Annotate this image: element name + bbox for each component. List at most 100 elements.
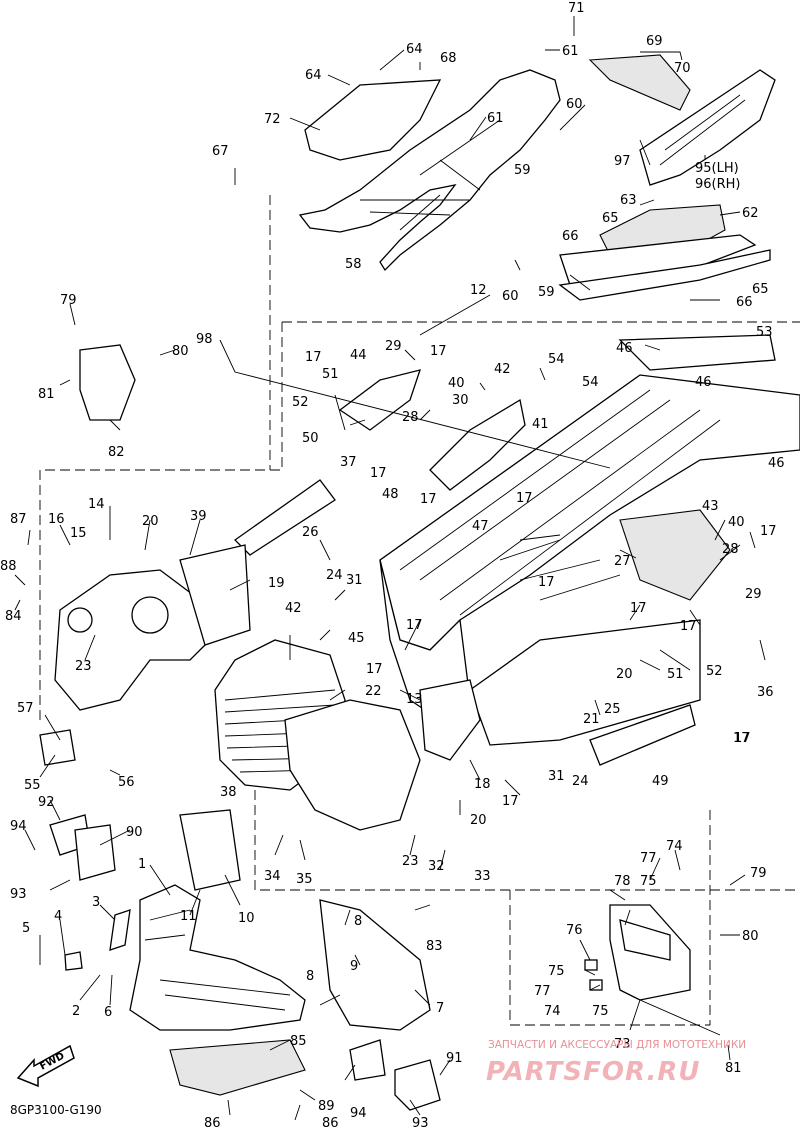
callout-label: 22 (365, 684, 382, 699)
callout-label: 5 (22, 921, 30, 936)
callout-label: 78 (614, 874, 631, 889)
callout-label: 12 (470, 283, 487, 298)
callout-label: 2 (72, 1004, 80, 1019)
callout-label: 75 (548, 964, 565, 979)
callout-label: 17 (406, 618, 423, 633)
callout-label: 17 (680, 619, 697, 634)
callout-label: 20 (142, 514, 159, 529)
callout-label: 17 (305, 350, 322, 365)
main-frame (233, 334, 800, 766)
callout-label: 79 (750, 866, 767, 881)
watermark-logo: PARTSFOR.RU (486, 1057, 700, 1087)
callout-label: 40 (728, 515, 745, 530)
callout-label: 77 (534, 984, 551, 999)
callout-label: 56 (118, 775, 135, 790)
callout-label: 61 (562, 44, 579, 59)
seat-rail-frame (298, 54, 776, 301)
callout-label: 85 (290, 1034, 307, 1049)
callout-label: 31 (548, 769, 565, 784)
callout-label: 90 (126, 825, 143, 840)
callout-label: 93 (412, 1116, 429, 1131)
watermark-text: ЗАПЧАСТИ И АКСЕССУАРЫ ДЛЯ МОТОТЕХНИКИ (488, 1039, 746, 1051)
callout-label: 64 (305, 68, 322, 83)
callout-label: 43 (702, 499, 719, 514)
callout-label: 94 (350, 1106, 367, 1121)
callout-label: 79 (60, 293, 77, 308)
callout-label: 26 (302, 525, 319, 540)
callout-label: 42 (285, 601, 302, 616)
callout-label: 93 (10, 887, 27, 902)
callout-label: 4 (54, 909, 62, 924)
callout-label: 18 (474, 777, 491, 792)
callout-label: 9 (350, 959, 358, 974)
callout-label: 25 (604, 702, 621, 717)
callout-label: 23 (402, 854, 419, 869)
callout-label: 20 (470, 813, 487, 828)
callout-label: 73 (614, 1037, 631, 1052)
front-assembly (54, 344, 481, 831)
callout-label: 70 (674, 61, 691, 76)
callout-label: 31 (346, 573, 363, 588)
callout-label: 77 (640, 851, 657, 866)
callout-label: 84 (5, 609, 22, 624)
callout-label: 36 (757, 685, 774, 700)
callout-label: 80 (742, 929, 759, 944)
callout-label: 91 (446, 1051, 463, 1066)
callout-label: 17 (734, 731, 751, 746)
callout-label: 47 (472, 519, 489, 534)
callout-label: 69 (646, 34, 663, 49)
callout-label: 68 (440, 51, 457, 66)
callout-label: 17 (760, 524, 777, 539)
callout-label: 34 (264, 869, 281, 884)
callout-label: 16 (48, 512, 65, 527)
callout-label: 75 (640, 874, 657, 889)
callout-label: 17 (502, 794, 519, 809)
callout-label: 17 (538, 575, 555, 590)
callout-label: 46 (616, 341, 633, 356)
callout-label: 82 (108, 445, 125, 460)
callout-label: 95(LH) (695, 161, 739, 176)
callout-label: 50 (302, 431, 319, 446)
callout-label: 30 (452, 393, 469, 408)
callout-label: 17 (430, 344, 447, 359)
callout-label: 62 (742, 206, 759, 221)
callout-label: 98 (196, 332, 213, 347)
callout-label: 61 (487, 111, 504, 126)
callout-label: 21 (583, 712, 600, 727)
callout-label: 97 (614, 154, 631, 169)
callout-label: 23 (75, 659, 92, 674)
callout-label: 72 (264, 112, 281, 127)
callout-label: 44 (350, 348, 367, 363)
callout-label: 86 (204, 1116, 221, 1131)
callout-label: 54 (582, 375, 599, 390)
callout-label: 17 (733, 731, 750, 746)
callout-label: 8 (306, 969, 314, 984)
callout-label: 96(RH) (695, 177, 741, 192)
callout-label: 17 (370, 466, 387, 481)
callout-label: 7 (436, 1001, 444, 1016)
callout-label: 17 (630, 601, 647, 616)
callout-label: 17 (366, 662, 383, 677)
callout-label: 28 (722, 542, 739, 557)
callout-label: 65 (752, 282, 769, 297)
callout-label: 29 (385, 339, 402, 354)
callout-label: 41 (532, 417, 549, 432)
callout-label: 76 (566, 923, 583, 938)
callout-label: 51 (322, 367, 339, 382)
callout-label: 24 (572, 774, 589, 789)
callout-label: 20 (616, 667, 633, 682)
callout-label: 64 (406, 42, 423, 57)
callout-label: 55 (24, 778, 41, 793)
callout-label: 52 (292, 395, 309, 410)
callout-label: 67 (212, 144, 229, 159)
callout-label: 87 (10, 512, 27, 527)
callout-label: 83 (426, 939, 443, 954)
callout-label: 32 (428, 859, 445, 874)
callout-label: 65 (602, 211, 619, 226)
callout-label: 17 (420, 492, 437, 507)
callout-label: 3 (92, 895, 100, 910)
callout-label: 71 (568, 1, 585, 16)
callout-label: 88 (0, 559, 17, 574)
callout-label: 46 (695, 375, 712, 390)
